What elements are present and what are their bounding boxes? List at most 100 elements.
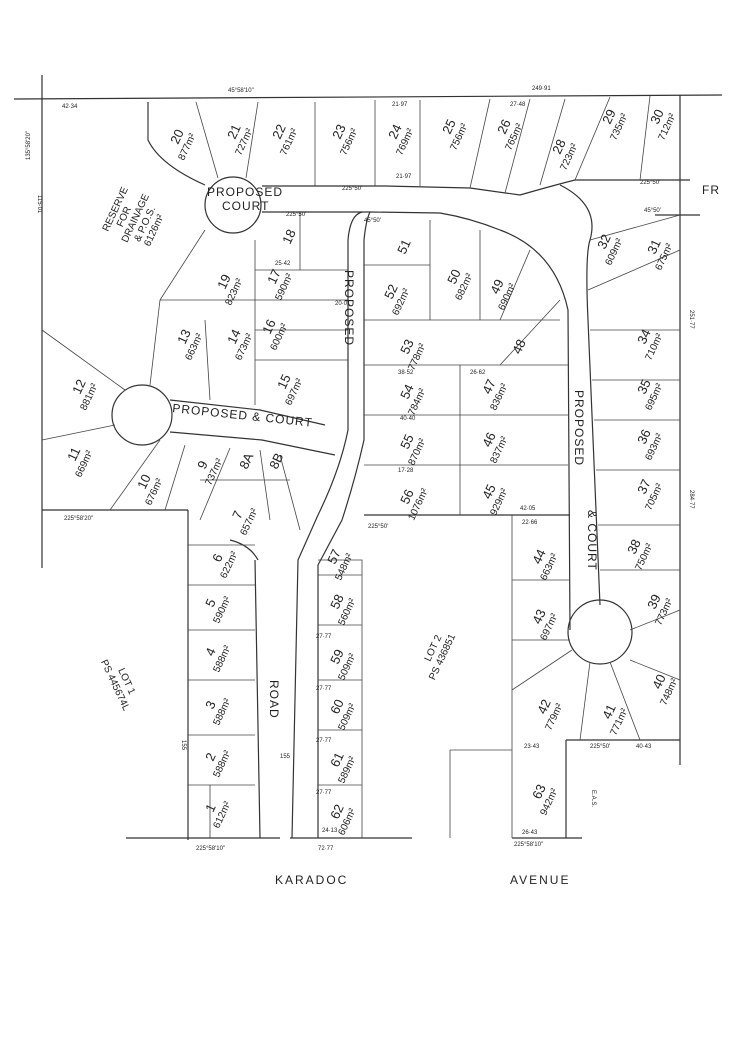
lot-number: 15 [274, 372, 294, 391]
lot-number: 5 [202, 596, 219, 609]
dim-dist: 21·97 [396, 174, 412, 180]
court-label: COURT [222, 199, 269, 213]
lot-number: 55 [397, 432, 417, 451]
lot-number: 37 [634, 477, 654, 496]
lot-number: 10 [134, 472, 154, 491]
lot-number: 28 [549, 137, 569, 156]
karadoc-road-label: KARADOC [275, 873, 348, 887]
lot-number: 61 [327, 750, 347, 769]
lot-number: 53 [397, 337, 417, 356]
lot-number: 19 [214, 272, 234, 291]
lot-number: 31 [644, 237, 664, 256]
lot-number: 54 [397, 382, 417, 401]
lot-number: 2 [202, 750, 219, 763]
lot-number: 8A [236, 450, 256, 471]
lot-number: 3 [202, 698, 219, 711]
dim-dist: 25·42 [275, 261, 291, 267]
dim-top-right: 249·91 [532, 86, 551, 92]
dim-dist: 27·48 [510, 102, 526, 108]
street-labels: KARADOC AVENUE [275, 873, 570, 887]
dim-bearing: 225°50' [286, 212, 306, 218]
lot-number: 18 [279, 227, 299, 246]
lot-number: 62 [327, 802, 347, 821]
lot-number: 46 [479, 430, 499, 449]
lot-number: 35 [634, 377, 654, 396]
lot-number: 23 [329, 122, 349, 141]
dim-karadoc-dist: 72·77 [318, 846, 334, 852]
dim-dist: 155 [180, 740, 186, 751]
reserve-label: RESERVE FOR DRAINAGE & P.O.S. 6126m² [101, 185, 167, 248]
dim-dist: 27·77 [316, 686, 332, 692]
lot-number: 59 [327, 647, 347, 666]
lot-number: 48 [509, 337, 529, 356]
lot-number: 36 [634, 427, 654, 446]
dim-dist: 23·43 [524, 744, 540, 750]
lot-number: 4 [202, 645, 219, 658]
lot-number: 60 [327, 697, 347, 716]
lot-number: 29 [599, 107, 619, 126]
avenue-label: AVENUE [510, 873, 570, 887]
lot-number: 12 [69, 377, 89, 396]
lot-number: 17 [264, 267, 284, 286]
dim-bearing: 225°50' [590, 744, 610, 750]
court-label: & COURT [585, 510, 599, 571]
boundary-lines [13, 75, 723, 840]
court-label: PROPOSED [207, 185, 283, 199]
dim-west-bearing: 135°58'20" [26, 131, 32, 160]
dim-dist: 26·62 [470, 370, 486, 376]
lot-number: 21 [224, 122, 244, 141]
dim-dist: 27·77 [316, 790, 332, 796]
lot-number: 47 [479, 377, 499, 396]
dim-bearing: 225°50' [368, 524, 388, 530]
dim-dist: 27·77 [316, 738, 332, 744]
dim-karadoc-bearing: 225°58'10" [196, 846, 225, 852]
lot-number: 25 [439, 117, 459, 136]
lot-number: 8B [266, 451, 286, 472]
dim-dist: 40·40 [400, 416, 416, 422]
road-label: FR [702, 183, 720, 197]
lot-number: 43 [529, 607, 549, 626]
lot-number: 51 [394, 237, 414, 256]
lot-number: 24 [385, 122, 405, 141]
dimension-labels: 42·34 45°58'10" 249·91 115·01 135°58'20"… [26, 86, 694, 852]
lot-number: 6 [209, 551, 226, 564]
road-label: ROAD [267, 680, 281, 719]
dim-dist: 17·28 [398, 468, 414, 474]
road-reserves [111, 102, 700, 839]
dim-dist: 284·77 [688, 490, 694, 509]
lot-number: 26 [494, 117, 514, 136]
lot-number: 52 [381, 282, 401, 301]
dim-dist: 40·43 [636, 744, 652, 750]
lot-number: 32 [594, 232, 614, 251]
lot-number: 45 [479, 482, 499, 501]
lot-number: 44 [529, 547, 549, 566]
dim-dist: 38·52 [398, 370, 414, 376]
dim-bearing: 225°50' [640, 180, 660, 186]
road-label: PROPOSED [342, 270, 356, 346]
dim-dist: 27·77 [316, 634, 332, 640]
lot-number: 9 [194, 458, 211, 471]
lot-number: 7 [229, 508, 246, 521]
lot-number: 11 [64, 445, 83, 464]
lot-number: 41 [599, 702, 619, 721]
lot-number: 39 [644, 592, 664, 611]
lot-number: 40 [649, 672, 669, 691]
lot-number: 1 [202, 801, 219, 814]
dim-bearing: 45°50' [644, 208, 661, 214]
lot-number: 42 [534, 697, 554, 716]
dim-dist: 155 [280, 754, 291, 760]
lot-number: 57 [324, 547, 344, 566]
dim-top-left: 42·34 [62, 104, 78, 110]
dim-dist: 21·97 [392, 102, 408, 108]
dim-bearing: 225°50' [342, 186, 362, 192]
lot-number: 50 [444, 267, 464, 286]
dim-west: 115·01 [36, 195, 42, 214]
dim-dist: 20·01 [335, 301, 351, 307]
dim-top-bearing: 45°58'10" [228, 88, 254, 94]
dim-bearing: 45°50' [364, 218, 381, 224]
dim-dist: 42·05 [520, 506, 536, 512]
lot-number: 49 [487, 277, 507, 296]
lot-number: 63 [529, 782, 549, 801]
court-label: PROPOSED [572, 390, 586, 466]
